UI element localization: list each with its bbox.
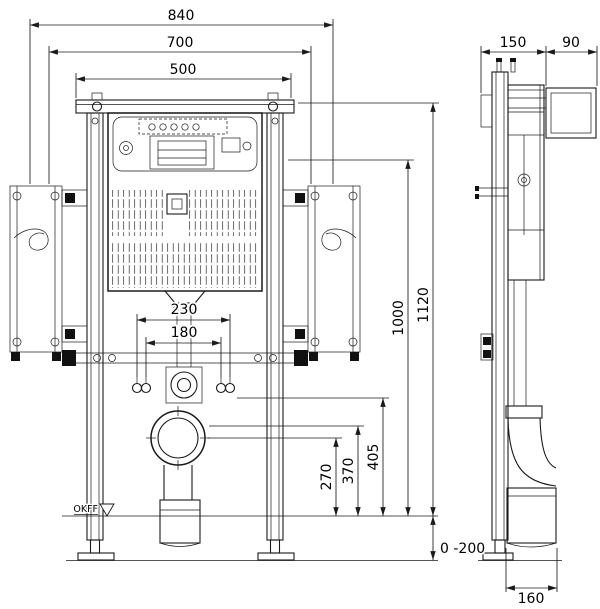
left-wall-bracket: [9, 185, 88, 361]
side-view: [475, 58, 597, 561]
dim-405: 405: [237, 397, 389, 516]
dim-1000: 1000: [288, 159, 414, 516]
dimension-annotations: 840 700 500 150 90 1120: [29, 6, 598, 609]
dim-150: 150: [480, 33, 547, 93]
right-rail: [266, 112, 284, 541]
side-waste-elbow: [505, 280, 557, 548]
front-view: OKFF: [9, 92, 438, 561]
flush-unit: [112, 116, 258, 172]
dim-840-label: 840: [168, 8, 195, 24]
dim-foot-adjustment: 0 -200: [430, 516, 487, 560]
dim-160-label: 160: [518, 591, 545, 607]
dim-1120-label: 1120: [416, 287, 432, 323]
dim-90-label: 90: [562, 35, 580, 51]
dim-500-label: 500: [170, 62, 197, 78]
dim-700: 700: [48, 33, 312, 184]
top-crossbar: [75, 92, 295, 114]
side-top-rods: [496, 58, 516, 73]
inspection-window: [166, 193, 188, 215]
left-foot: [77, 539, 115, 561]
dim-adjust-label: 0 -200: [440, 541, 485, 557]
dim-1120: 1120: [298, 102, 439, 516]
dim-370: 370: [209, 425, 364, 516]
dim-1000-label: 1000: [391, 300, 407, 336]
bracket-cable-coil: [13, 228, 49, 251]
right-wall-bracket: [282, 185, 361, 361]
dim-270: 270: [208, 437, 342, 516]
dim-700-label: 700: [167, 35, 194, 51]
dim-270-label: 270: [319, 464, 335, 491]
flush-plate-housing: [480, 94, 493, 128]
dim-90: 90: [546, 33, 598, 86]
dim-840: 840: [29, 6, 334, 184]
cistern-hatch: [112, 190, 258, 288]
wc-fixing-bolts: [131, 377, 236, 394]
dim-150-label: 150: [500, 35, 527, 51]
flush-connection: [165, 366, 203, 404]
dim-405-label: 405: [366, 444, 382, 471]
cistern-outline: [107, 112, 263, 292]
dim-180-label: 180: [171, 325, 198, 341]
side-attachment-blocks: [480, 333, 494, 361]
dim-230: 230: [136, 300, 231, 377]
left-rail: [86, 112, 104, 541]
lower-crossmember: [62, 350, 308, 366]
dim-180: 180: [145, 323, 222, 377]
wall-mount-bracket: [508, 87, 597, 139]
dim-230-label: 230: [171, 302, 198, 318]
drain-pipe: [159, 465, 201, 547]
side-foot: [478, 539, 562, 561]
side-anchor-rods: [475, 186, 508, 199]
dim-370-label: 370: [341, 458, 357, 485]
cistern: [107, 112, 263, 367]
floor-datum-symbol: OKFF: [72, 503, 115, 517]
dim-160: 160: [505, 548, 558, 609]
floor-datum-label: OKFF: [73, 504, 98, 515]
dim-500: 500: [75, 60, 292, 98]
waste-outlet: [146, 406, 210, 470]
side-rail: [491, 71, 509, 541]
bracket-cable-coil: [321, 228, 357, 251]
side-cistern: [507, 84, 545, 281]
right-foot: [257, 539, 295, 561]
